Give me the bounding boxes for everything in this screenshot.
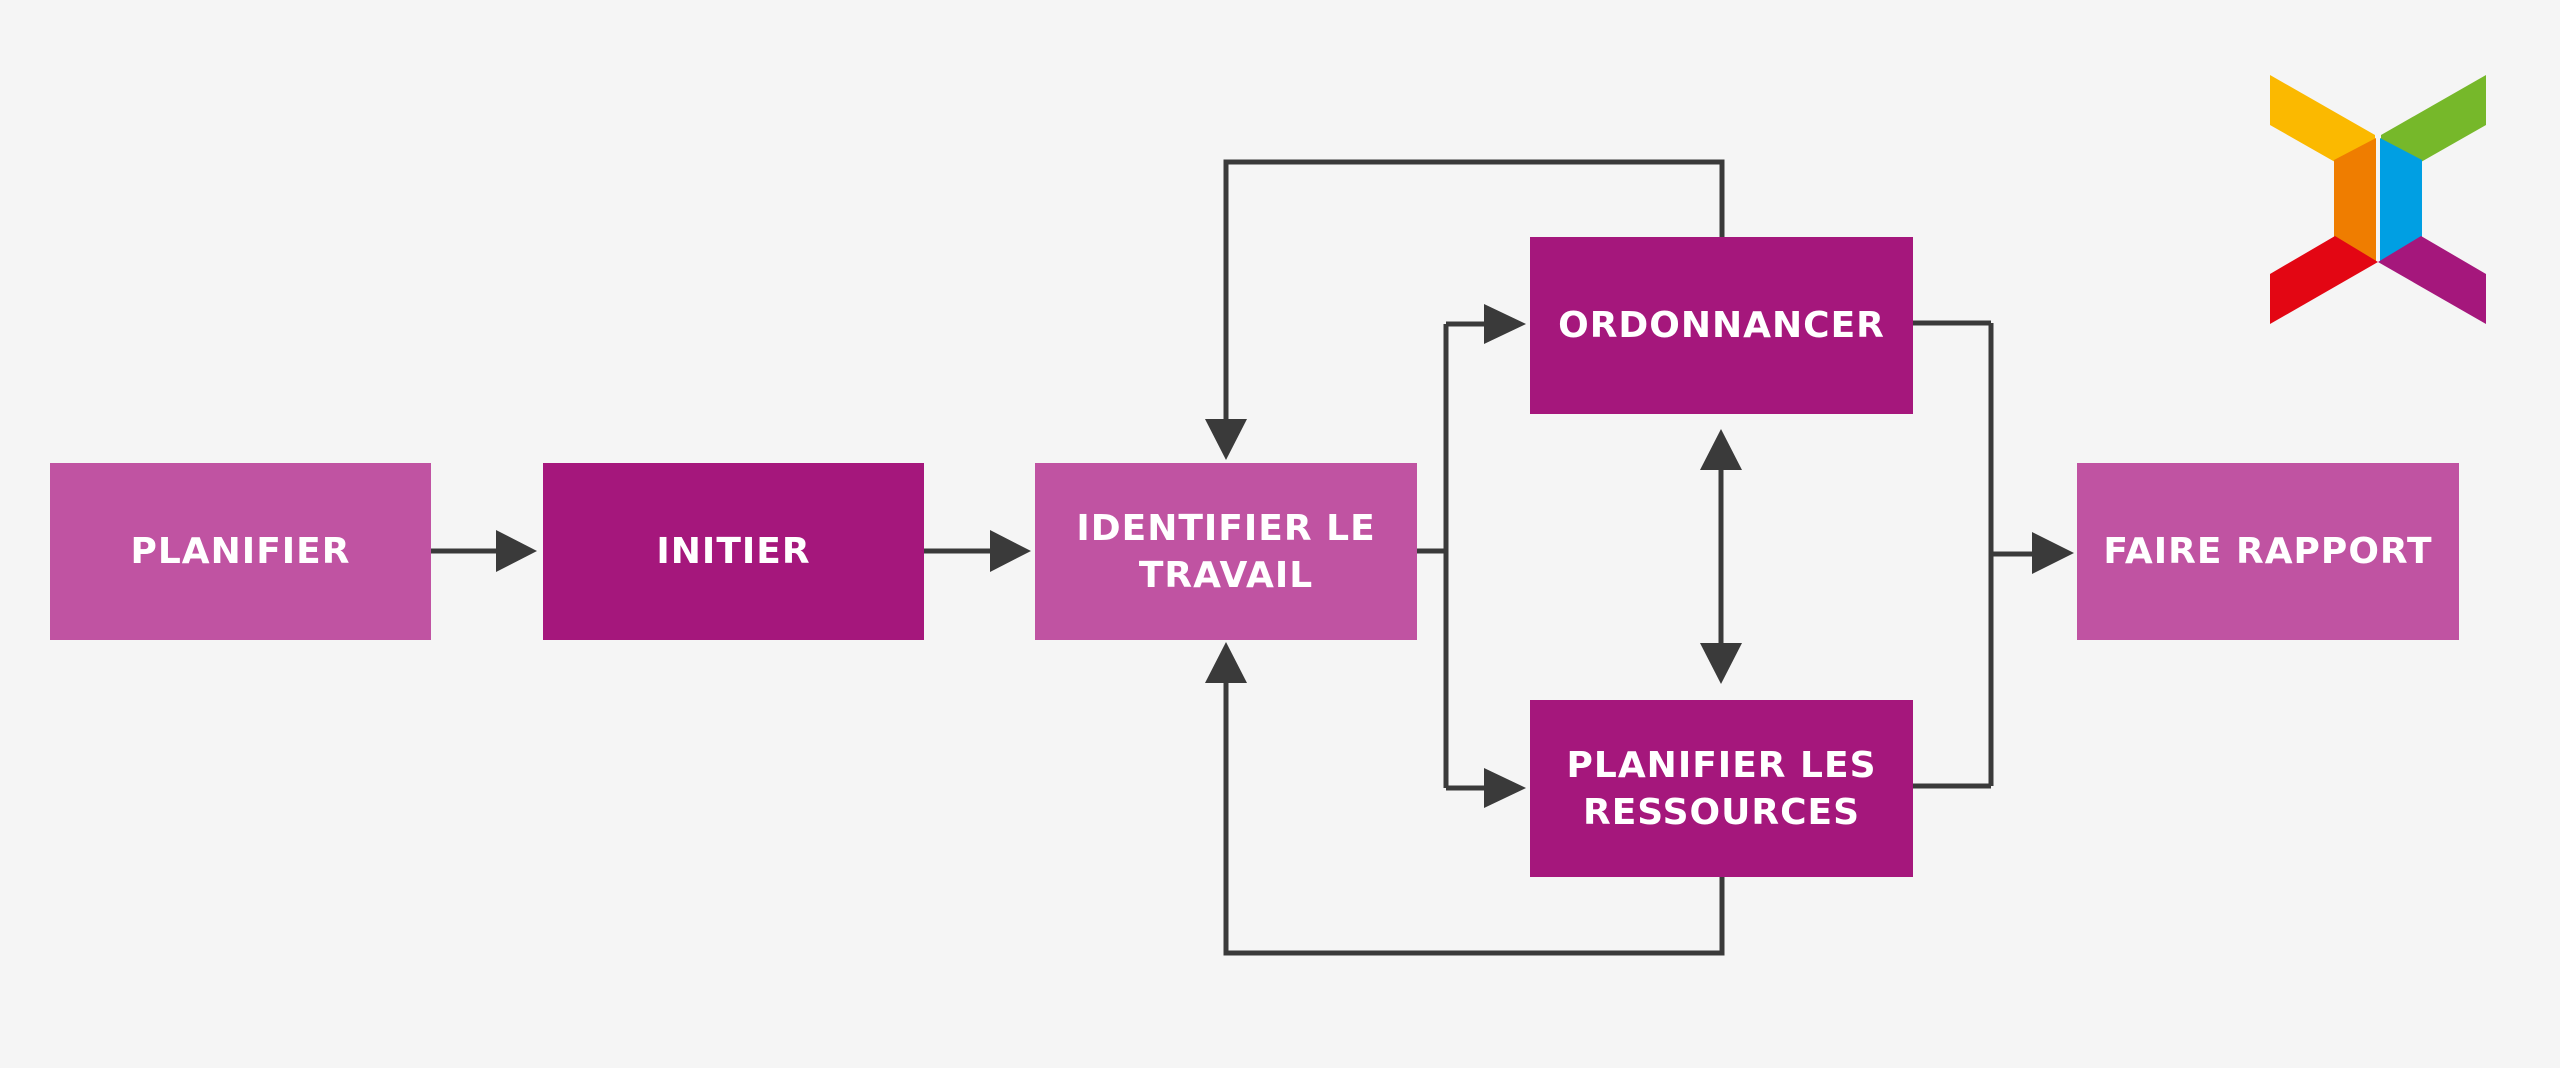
arrowhead-right [2032, 532, 2074, 574]
arrowhead-right [1484, 768, 1526, 808]
node-identifier-le-travail: IDENTIFIER LE TRAVAIL [1035, 463, 1417, 640]
arrowhead-down [1205, 419, 1247, 460]
node-planifier-les-ressources: PLANIFIER LES RESSOURCES [1530, 700, 1913, 877]
arrowhead-up [1700, 429, 1742, 470]
arrowhead-up [1205, 642, 1247, 683]
node-initier-label: INITIER [656, 531, 811, 572]
node-rapport-label: FAIRE RAPPORT [2103, 531, 2433, 572]
node-ressources-label: PLANIFIER LES RESSOURCES [1566, 744, 1877, 833]
node-initier: INITIER [543, 463, 924, 640]
arrowhead-right [990, 530, 1031, 572]
node-ordonnancer-label: ORDONNANCER [1558, 305, 1885, 346]
node-faire-rapport: FAIRE RAPPORT [2077, 463, 2459, 640]
connector-ressources-feedback [1223, 680, 1725, 956]
node-ordonnancer: ORDONNANCER [1530, 237, 1913, 414]
logo-icon [2270, 75, 2486, 324]
arrowhead-right [496, 530, 537, 572]
node-planifier: PLANIFIER [50, 463, 431, 640]
node-planifier-label: PLANIFIER [130, 531, 351, 572]
arrowhead-down [1700, 643, 1742, 684]
arrowhead-right [1484, 304, 1526, 344]
connector-ordonnancer-feedback [1223, 159, 1725, 427]
node-identifier-label: IDENTIFIER LE TRAVAIL [1076, 507, 1376, 596]
